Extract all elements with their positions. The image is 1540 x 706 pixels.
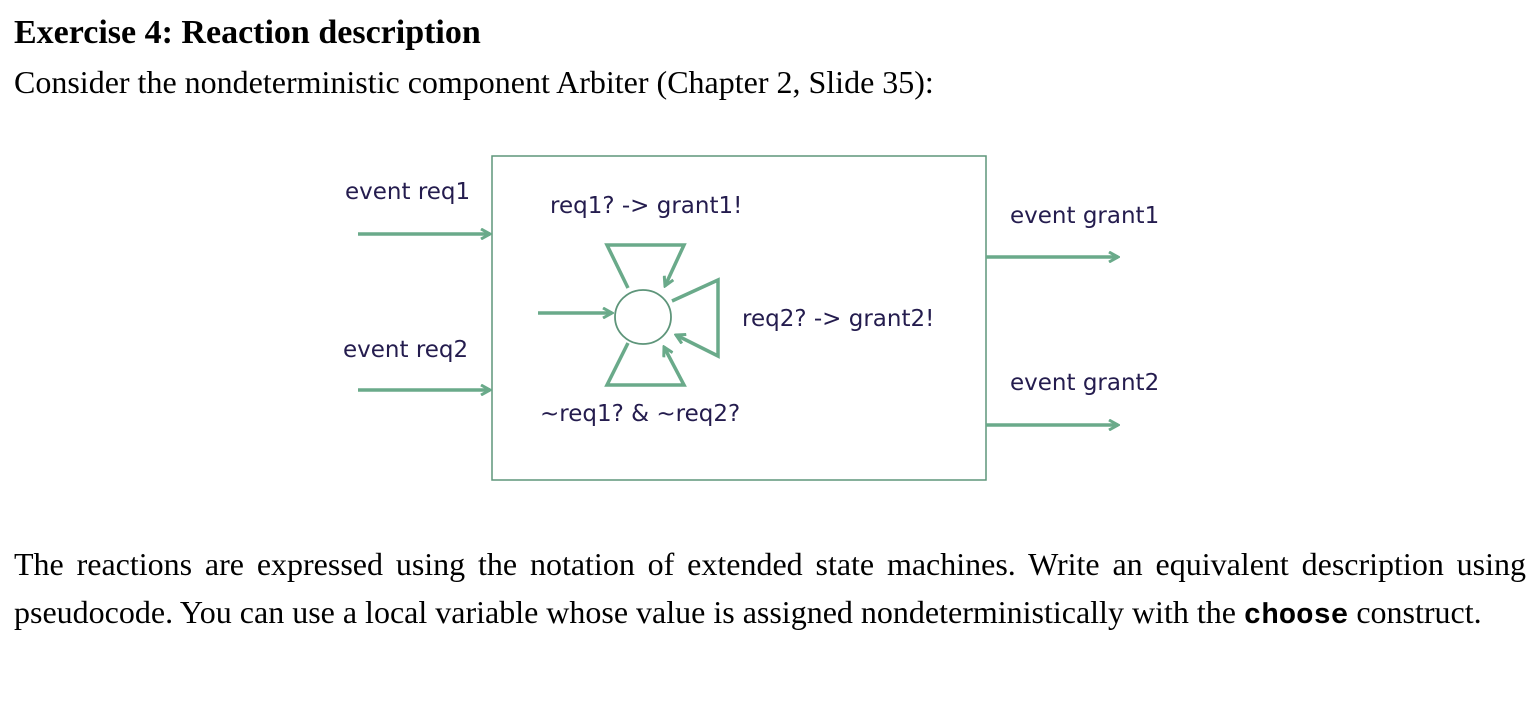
choose-keyword: choose <box>1243 599 1349 632</box>
output-label-grant2: event grant2 <box>1010 370 1159 396</box>
exercise-paragraph: The reactions are expressed using the no… <box>14 540 1526 640</box>
paragraph-end: construct. <box>1348 594 1482 630</box>
loop-idle <box>604 342 687 387</box>
component-box <box>491 155 987 481</box>
loop-req1 <box>604 243 687 288</box>
exercise-intro: Consider the nondeterministic component … <box>14 64 934 100</box>
paragraph-text: The reactions are expressed using the no… <box>14 546 1526 630</box>
state-circle <box>614 289 672 345</box>
output-label-grant1: event grant1 <box>1010 203 1159 229</box>
transition-label-idle: ~req1? & ~req2? <box>540 401 740 427</box>
exercise-title: Exercise 4: Reaction description <box>14 14 481 51</box>
loop-req2 <box>671 277 720 359</box>
input-label-req2: event req2 <box>343 337 468 363</box>
transition-label-req1: req1? -> grant1! <box>550 193 742 219</box>
input-label-req1: event req1 <box>345 179 470 205</box>
transition-label-req2: req2? -> grant2! <box>742 306 934 332</box>
